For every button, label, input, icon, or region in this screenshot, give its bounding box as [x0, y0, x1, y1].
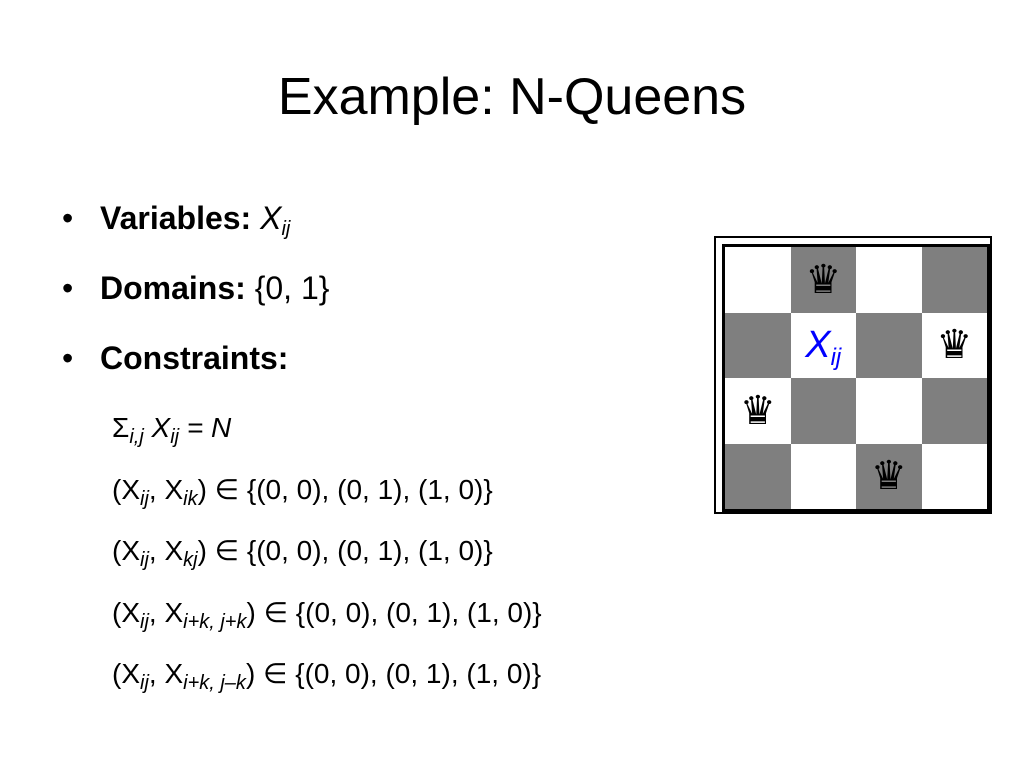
constraint-pair: (Xij, Xkj) ∈ {(0, 0), (0, 1), (1, 0)}	[112, 523, 672, 585]
board-cell	[790, 443, 856, 509]
pair-mid: , X	[148, 473, 184, 505]
bullet-list: • Variables: Xij • Domains: {0, 1} • Con…	[62, 188, 622, 398]
constraint-list: Σi,j Xij = N (Xij, Xik) ∈ {(0, 0), (0, 1…	[112, 400, 672, 708]
sum-var: X	[151, 412, 171, 443]
variables-sub: ij	[281, 218, 291, 240]
board-cell	[725, 443, 791, 509]
sum-rest: = N	[186, 412, 232, 443]
cell-variable-label: Xij	[805, 324, 841, 370]
pair-b-sub: kj	[183, 549, 198, 571]
cell-variable: X	[805, 324, 831, 367]
board-cell	[921, 378, 987, 444]
pair-close: )	[246, 596, 256, 628]
chessboard-grid: ♛ Xij ♛ ♛ ♛	[725, 247, 987, 509]
queen-icon: ♛	[739, 388, 776, 433]
pair-a-sub: ij	[140, 487, 149, 510]
pair-open: (X	[112, 473, 140, 505]
chessboard: ♛ Xij ♛ ♛ ♛	[722, 244, 990, 512]
pair-close: )	[197, 535, 207, 566]
pair-mid: , X	[148, 535, 184, 566]
board-cell	[856, 378, 922, 444]
variables-var: X	[260, 200, 282, 236]
pair-open: (X	[112, 535, 140, 566]
pair-rest: ∈ {(0, 0), (0, 1), (1, 0)}	[206, 535, 493, 566]
constraint-pair: (Xij, Xi+k, j+k) ∈ {(0, 0), (0, 1), (1, …	[112, 585, 672, 647]
constraint-sum: Σi,j Xij = N	[112, 400, 672, 462]
sum-var-sub: ij	[170, 426, 180, 448]
cell-variable-sub: ij	[830, 344, 842, 372]
pair-a-sub: ij	[140, 549, 149, 571]
bullet-dot: •	[62, 200, 74, 236]
pair-b-sub: i+k, j+k	[183, 610, 247, 633]
board-cell: ♛	[856, 443, 922, 509]
pair-open: (X	[112, 596, 140, 628]
bullet-dot: •	[62, 340, 74, 376]
board-cell	[921, 443, 987, 509]
slide-title: Example: N-Queens	[277, 68, 747, 126]
chessboard-frame: ♛ Xij ♛ ♛ ♛	[714, 236, 992, 514]
domains-label: Domains:	[100, 270, 246, 306]
domains-value: {0, 1}	[254, 270, 330, 306]
board-cell	[725, 247, 791, 313]
board-cell: ♛	[790, 247, 856, 313]
bullet-dot: •	[62, 270, 74, 306]
pair-b-sub: ik	[183, 487, 198, 510]
board-cell	[921, 247, 987, 313]
pair-rest: ∈ {(0, 0), (0, 1), (1, 0)}	[255, 596, 542, 628]
constraints-label: Constraints:	[100, 340, 289, 376]
board-cell: Xij	[790, 312, 856, 378]
pair-close: )	[245, 658, 256, 689]
board-cell	[790, 378, 856, 444]
pair-a-sub: ij	[140, 610, 149, 633]
pair-a-sub: ij	[140, 672, 149, 694]
pair-open: (X	[112, 658, 140, 689]
queen-icon: ♛	[870, 454, 907, 499]
board-cell	[725, 312, 791, 378]
sigma-sub: i,j	[129, 426, 144, 448]
pair-rest: ∈ {(0, 0), (0, 1), (1, 0)}	[255, 658, 542, 689]
pair-rest: ∈ {(0, 0), (0, 1), (1, 0)}	[206, 473, 493, 505]
board-cell	[856, 312, 922, 378]
queen-icon: ♛	[936, 323, 973, 368]
bullet-variables: • Variables: Xij	[62, 188, 622, 258]
constraint-pair: (Xij, Xik) ∈ {(0, 0), (0, 1), (1, 0)}	[112, 462, 672, 524]
queen-icon: ♛	[805, 257, 842, 302]
board-cell: ♛	[921, 312, 987, 378]
pair-close: )	[197, 473, 207, 505]
bullet-domains: • Domains: {0, 1}	[62, 258, 622, 328]
constraint-pair: (Xij, Xi+k, j–k) ∈ {(0, 0), (0, 1), (1, …	[112, 646, 672, 708]
bullet-constraints: • Constraints:	[62, 328, 622, 398]
variables-label: Variables:	[100, 200, 252, 236]
pair-b-sub: i+k, j–k	[183, 672, 246, 694]
pair-mid: , X	[148, 658, 184, 689]
board-cell	[856, 247, 922, 313]
sigma-symbol: Σ	[112, 412, 130, 443]
board-cell: ♛	[725, 378, 791, 444]
pair-mid: , X	[148, 596, 184, 628]
